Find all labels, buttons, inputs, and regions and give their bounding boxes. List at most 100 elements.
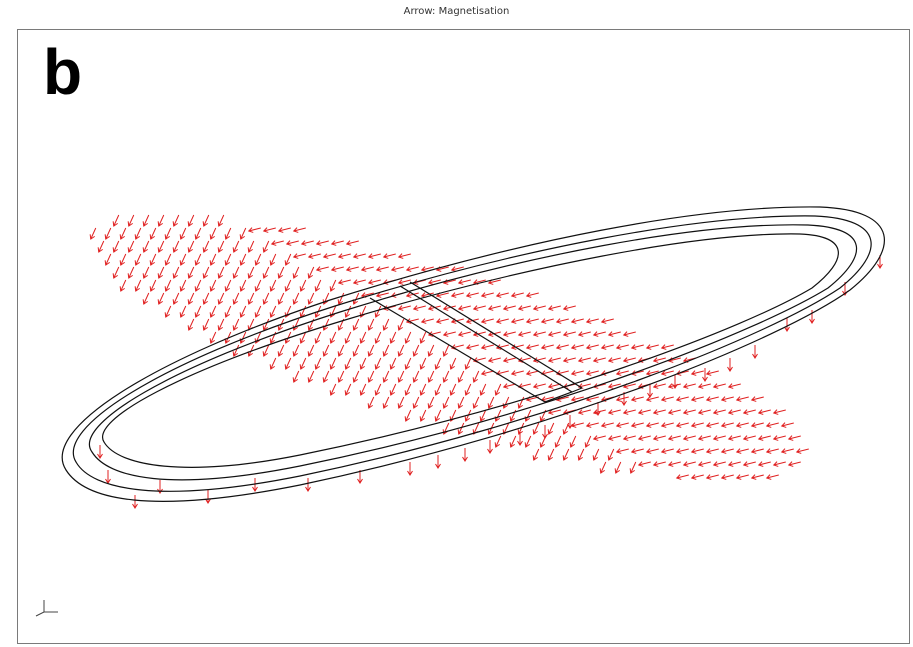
magnetisation-arrow bbox=[586, 344, 599, 349]
magnetisation-arrowhead bbox=[127, 247, 133, 253]
magnetisation-arrowhead bbox=[127, 273, 133, 279]
magnetisation-arrow bbox=[98, 240, 105, 253]
magnetisation-arrowhead bbox=[284, 364, 290, 370]
magnetisation-arrowhead bbox=[442, 351, 448, 357]
magnetisation-arrowhead bbox=[112, 247, 118, 253]
magnetisation-arrowhead bbox=[592, 331, 599, 337]
magnetisation-arrow bbox=[676, 474, 689, 479]
magnetisation-arrow bbox=[278, 227, 291, 232]
magnetisation-arrow bbox=[165, 305, 172, 318]
magnetisation-arrowhead bbox=[299, 286, 305, 292]
magnetisation-arrow bbox=[315, 357, 322, 370]
magnetisation-arrow bbox=[698, 383, 711, 388]
magnetisation-arrowhead bbox=[427, 403, 433, 409]
magnetisation-arrowhead bbox=[232, 351, 238, 357]
magnetisation-arrow bbox=[743, 461, 756, 466]
magnetisation-arrowhead bbox=[645, 448, 652, 454]
magnetisation-arrowhead bbox=[517, 331, 524, 337]
magnetisation-arrow bbox=[548, 448, 555, 461]
magnetisation-arrowhead bbox=[540, 344, 547, 350]
magnetisation-arrowhead bbox=[434, 390, 440, 396]
magnetisation-arrowhead bbox=[555, 396, 562, 402]
magnetisation-arrow bbox=[691, 448, 704, 453]
magnetisation-arrow bbox=[331, 240, 344, 245]
magnetisation-arrow bbox=[616, 422, 629, 427]
magnetisation-arrow bbox=[203, 318, 210, 331]
magnetisation-arrowhead bbox=[224, 312, 230, 318]
magnetisation-arrowhead bbox=[562, 429, 568, 435]
magnetisation-arrow bbox=[571, 370, 584, 375]
magnetisation-arrowhead bbox=[247, 351, 253, 357]
magnetisation-arrow bbox=[398, 318, 405, 331]
magnetisation-arrowhead bbox=[172, 273, 178, 279]
magnetisation-arrowhead bbox=[367, 377, 373, 383]
magnetisation-arrow bbox=[285, 357, 292, 370]
magnetisation-arrowhead bbox=[179, 260, 185, 266]
magnetisation-arrowhead bbox=[727, 366, 733, 372]
magnetisation-arrow bbox=[420, 409, 427, 422]
magnetisation-arrowhead bbox=[359, 364, 365, 370]
magnetisation-arrowhead bbox=[224, 260, 230, 266]
magnetisation-arrow bbox=[661, 344, 674, 349]
magnetisation-arrowhead bbox=[322, 299, 328, 305]
magnetisation-arrow bbox=[263, 227, 276, 232]
magnetisation-arrow bbox=[676, 396, 689, 401]
magnetisation-arrow bbox=[338, 292, 345, 305]
magnetisation-arrowhead bbox=[487, 448, 493, 454]
magnetisation-arrow bbox=[421, 292, 434, 297]
magnetisation-arrow bbox=[188, 214, 195, 227]
magnetisation-arrow bbox=[668, 461, 681, 466]
magnetisation-arrow bbox=[608, 448, 615, 461]
magnetisation-arrow bbox=[353, 370, 360, 383]
magnetisation-arrowhead bbox=[532, 429, 538, 435]
magnetisation-arrow bbox=[428, 370, 435, 383]
magnetisation-arrow bbox=[361, 266, 374, 271]
magnetisation-arrow bbox=[353, 253, 366, 258]
magnetisation-arrowhead bbox=[345, 266, 352, 272]
magnetisation-arrowhead bbox=[419, 338, 425, 344]
magnetisation-arrowhead bbox=[457, 305, 464, 311]
magnetisation-arrowhead bbox=[487, 331, 494, 337]
magnetisation-arrowhead bbox=[209, 286, 215, 292]
magnetisation-arrow bbox=[766, 474, 779, 479]
magnetisation-arrowhead bbox=[262, 299, 268, 305]
magnetisation-arrow bbox=[676, 448, 689, 453]
magnetisation-arrowhead bbox=[510, 318, 517, 324]
magnetisation-arrow bbox=[450, 383, 457, 396]
magnetisation-arrowhead bbox=[352, 351, 358, 357]
magnetisation-arrow bbox=[683, 435, 696, 440]
magnetisation-arrow bbox=[631, 422, 644, 427]
magnetisation-arrowhead bbox=[164, 286, 170, 292]
magnetisation-arrowhead bbox=[254, 312, 260, 318]
magnetisation-arrowhead bbox=[532, 331, 539, 337]
inner-region bbox=[102, 233, 839, 468]
magnetisation-arrow bbox=[210, 331, 217, 344]
magnetisation-arrow bbox=[270, 305, 277, 318]
magnetisation-arrow bbox=[578, 409, 591, 414]
magnetisation-arrow bbox=[721, 474, 734, 479]
magnetisation-arrowhead bbox=[299, 338, 305, 344]
magnetisation-arrow bbox=[721, 448, 734, 453]
magnetisation-arrow bbox=[608, 383, 621, 388]
magnetisation-arrowhead bbox=[419, 364, 425, 370]
magnetisation-arrow bbox=[518, 383, 531, 388]
magnetisation-arrow bbox=[578, 383, 591, 388]
magnetisation-arrow bbox=[271, 240, 284, 245]
magnetisation-arrowhead bbox=[157, 247, 163, 253]
magnetisation-arrow bbox=[345, 357, 352, 370]
magnetisation-arrow bbox=[773, 461, 786, 466]
magnetisation-arrowhead bbox=[525, 318, 532, 324]
magnetisation-arrowhead bbox=[697, 461, 704, 467]
magnetisation-arrow bbox=[601, 344, 614, 349]
magnetisation-arrow bbox=[188, 318, 195, 331]
outer-shell-2 bbox=[72, 215, 872, 492]
magnetisation-arrow bbox=[270, 279, 277, 292]
magnetisation-arrowhead bbox=[329, 338, 335, 344]
magnetisation-arrowhead bbox=[405, 292, 412, 298]
magnetisation-arrowhead bbox=[480, 292, 487, 298]
magnetisation-arrow bbox=[308, 370, 315, 383]
magnetisation-arrow bbox=[713, 461, 726, 466]
magnetisation-arrowhead bbox=[262, 273, 268, 279]
magnetisation-arrow bbox=[533, 448, 540, 461]
magnetisation-arrow bbox=[105, 253, 112, 266]
